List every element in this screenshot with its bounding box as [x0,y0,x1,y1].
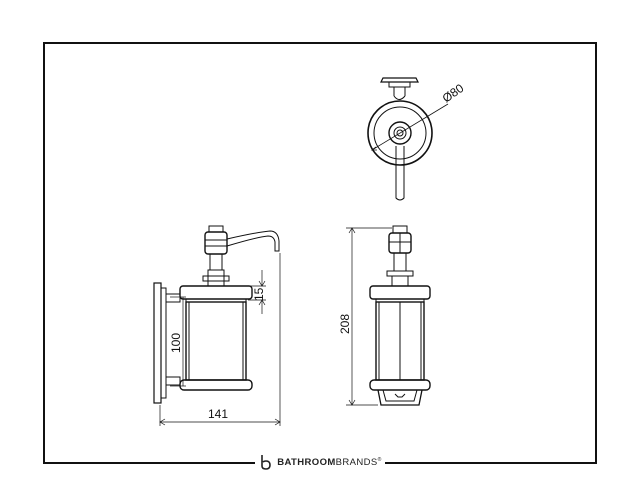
height-208-label: 208 [338,314,352,334]
collar-15-label: 15 [252,287,266,301]
brand-footer: BATHROOMBRANDS® [255,451,385,473]
top-view [367,77,449,201]
drawing-frame [43,42,597,464]
side-dimension-lines [159,253,281,426]
front-dimension-lines [346,227,392,406]
diameter-label: Ø80 [440,81,467,106]
registered-mark: ® [377,456,382,463]
brand-part-1: BATHROOM [277,456,336,468]
height-100-label: 100 [169,333,183,353]
bathroombrands-logo-icon [261,455,272,470]
side-view [153,225,280,404]
front-view [369,225,431,406]
brand-name: BATHROOMBRANDS® [277,457,382,468]
width-141-label: 141 [208,407,228,421]
brand-part-2: BRANDS [335,456,378,468]
